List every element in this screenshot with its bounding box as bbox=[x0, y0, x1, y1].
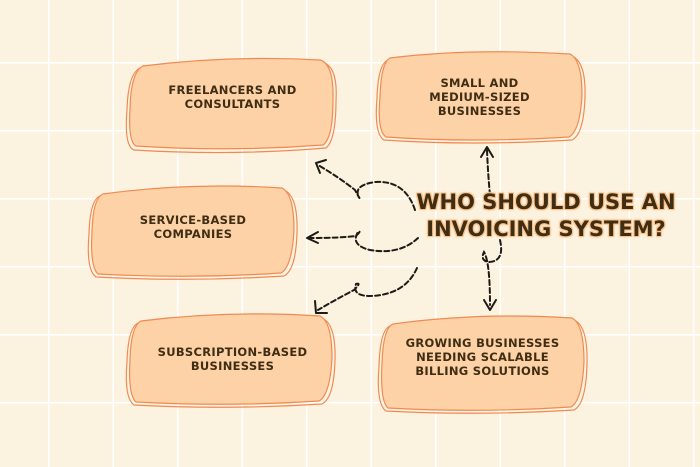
node-freelancers: FREELANCERS AND CONSULTANTS bbox=[168, 83, 297, 111]
arrow-to-growing bbox=[481, 239, 503, 306]
arrowhead-icon bbox=[480, 146, 494, 158]
arrow-to-freelancers bbox=[317, 164, 416, 211]
node-growing: GROWING BUSINESSES NEEDING SCALABLE BILL… bbox=[405, 336, 560, 378]
node-blob-smb bbox=[375, 51, 586, 144]
node-service: SERVICE-BASED COMPANIES bbox=[139, 213, 247, 241]
arrowhead-icon bbox=[306, 231, 319, 244]
arrowhead-icon bbox=[314, 300, 328, 314]
diagram-title: WHO SHOULD USE AN INVOICING SYSTEM? bbox=[416, 190, 676, 241]
node-smb: SMALL AND MEDIUM-SIZED BUSINESSES bbox=[429, 76, 530, 118]
node-subscription: SUBSCRIPTION-BASED BUSINESSES bbox=[157, 345, 308, 373]
arrowhead-icon bbox=[483, 299, 497, 311]
arrowhead-icon bbox=[315, 159, 327, 174]
arrow-to-smb bbox=[486, 149, 491, 196]
node-blob-growing bbox=[377, 315, 588, 414]
node-blob-freelancers bbox=[125, 57, 337, 154]
node-blob-service bbox=[87, 185, 298, 280]
arrow-to-subscription bbox=[317, 267, 418, 311]
node-blob-subscription bbox=[125, 313, 336, 408]
arrow-to-service bbox=[309, 230, 419, 253]
